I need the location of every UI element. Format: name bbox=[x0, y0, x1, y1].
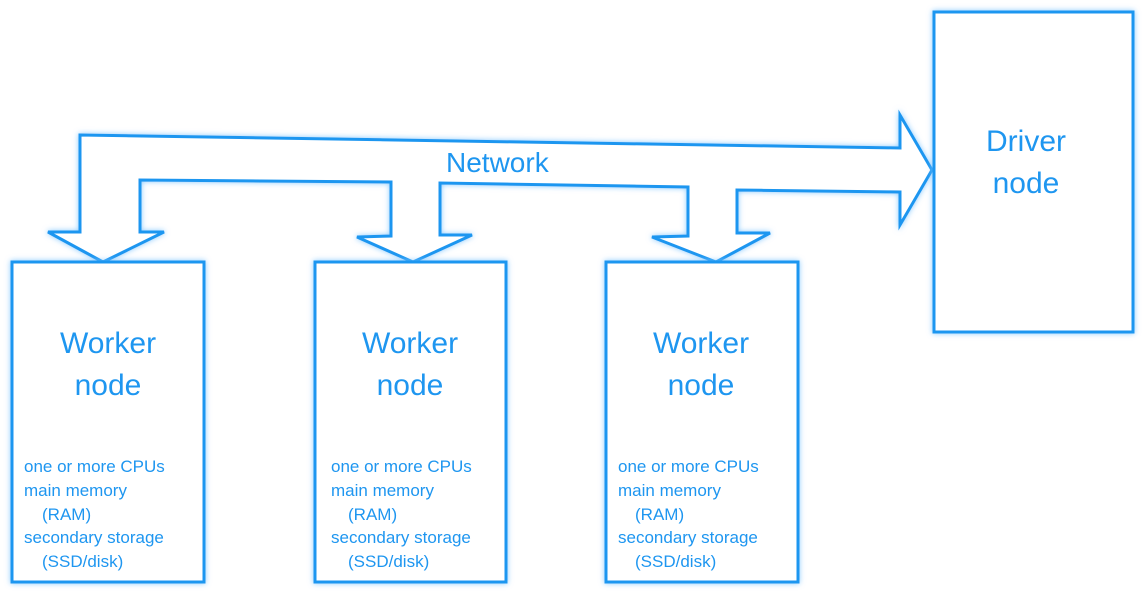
worker-2-spec-memory: main memory bbox=[331, 481, 434, 500]
worker-3-title-line2: node bbox=[668, 369, 735, 402]
worker-3-title-line1: Worker bbox=[653, 327, 749, 360]
worker-3-spec-cpus: one or more CPUs bbox=[618, 457, 759, 476]
worker-1-spec-disk: (SSD/disk) bbox=[42, 552, 123, 571]
worker-2-spec-disk: (SSD/disk) bbox=[348, 552, 429, 571]
worker-2-title-line2: node bbox=[377, 369, 444, 402]
worker-1-spec-cpus: one or more CPUs bbox=[24, 457, 165, 476]
driver-node-box bbox=[932, 10, 1135, 334]
worker-3-spec-storage: secondary storage bbox=[618, 528, 758, 547]
worker-1-spec-ram: (RAM) bbox=[42, 505, 91, 524]
worker-1-title-line2: node bbox=[75, 369, 142, 402]
worker-2-title-line1: Worker bbox=[362, 327, 458, 360]
worker-3-spec-memory: main memory bbox=[618, 481, 721, 500]
worker-1-spec-storage: secondary storage bbox=[24, 528, 164, 547]
driver-node bbox=[932, 10, 1135, 334]
worker-2-spec-ram: (RAM) bbox=[348, 505, 397, 524]
worker-2-spec-cpus: one or more CPUs bbox=[331, 457, 472, 476]
worker-3-spec-ram: (RAM) bbox=[635, 505, 684, 524]
worker-node-1 bbox=[10, 260, 206, 584]
driver-title-line2: node bbox=[993, 167, 1060, 200]
worker-node-1-box bbox=[10, 260, 206, 584]
network-arrow-shape bbox=[47, 109, 934, 264]
network-arrows bbox=[47, 109, 934, 264]
driver-title-line1: Driver bbox=[986, 125, 1066, 158]
worker-3-spec-disk: (SSD/disk) bbox=[635, 552, 716, 571]
network-label: Network bbox=[446, 147, 550, 178]
worker-2-spec-storage: secondary storage bbox=[331, 528, 471, 547]
worker-node-3 bbox=[604, 260, 800, 584]
worker-node-2-box bbox=[313, 260, 508, 584]
worker-1-spec-memory: main memory bbox=[24, 481, 127, 500]
worker-1-title-line1: Worker bbox=[60, 327, 156, 360]
worker-node-3-box bbox=[604, 260, 800, 584]
worker-node-2 bbox=[313, 260, 508, 584]
